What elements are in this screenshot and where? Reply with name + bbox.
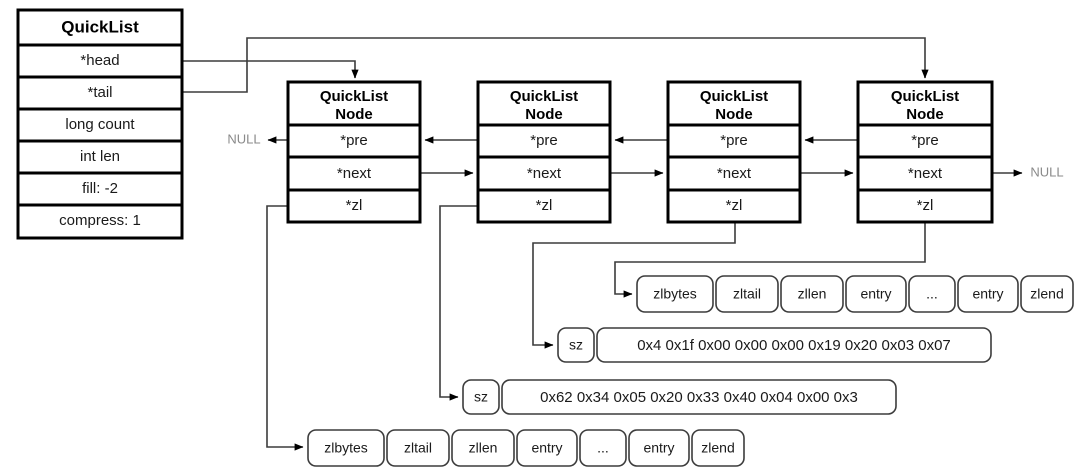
ziplist-bottom-cell-zltail[interactable]: zltail: [404, 440, 432, 456]
node-1-title-line1: QuickList: [320, 88, 388, 105]
ziplist-bottom-cell-entry-1[interactable]: entry: [531, 440, 562, 456]
connector-tail-to-node4: [182, 37, 929, 93]
node-2-field-zl[interactable]: *zl: [536, 197, 553, 214]
node-3-title-line1: QuickList: [700, 88, 768, 105]
quicklist-field-count: long count: [65, 116, 135, 133]
ziplist-bottom[interactable]: zlbytes zltail zllen entry ... entry zle…: [307, 429, 745, 467]
quicklist-field-fill: fill: -2: [82, 180, 118, 197]
quicklist-node-2[interactable]: QuickList Node *pre *next *zl: [476, 80, 612, 224]
ziplist-top-cell-zlend[interactable]: zlend: [1030, 286, 1063, 302]
ziplist-top-cell-zlbytes[interactable]: zlbytes: [653, 286, 697, 302]
sz-row-lower-bytes[interactable]: 0x62 0x34 0x05 0x20 0x33 0x40 0x04 0x00 …: [540, 389, 858, 406]
ziplist-bottom-cell-zllen[interactable]: zllen: [469, 440, 498, 456]
null-label-left: NULL: [227, 131, 260, 146]
sz-row-lower[interactable]: sz 0x62 0x34 0x05 0x20 0x33 0x40 0x04 0x…: [462, 379, 897, 415]
node-1-field-next[interactable]: *next: [337, 165, 372, 182]
connector-node3-zl-to-sz-upper: [532, 222, 736, 349]
quicklist-field-compress: compress: 1: [59, 212, 141, 229]
ziplist-bottom-cell-zlend[interactable]: zlend: [701, 440, 734, 456]
ziplist-top-cell-zllen[interactable]: zllen: [798, 286, 827, 302]
quicklist-field-head[interactable]: *head: [80, 52, 119, 69]
node-3-field-next[interactable]: *next: [717, 165, 752, 182]
connector-node1-zl-to-ziplist-bottom: [266, 205, 304, 451]
connector-layer: [182, 37, 1023, 451]
quicklist-node-4[interactable]: QuickList Node *pre *next *zl: [856, 80, 994, 224]
ziplist-top[interactable]: zlbytes zltail zllen entry ... entry zle…: [636, 275, 1074, 313]
ziplist-bottom-cell-zlbytes[interactable]: zlbytes: [324, 440, 368, 456]
node-1-field-pre[interactable]: *pre: [340, 132, 368, 149]
ziplist-bottom-cell-ellipsis: ...: [597, 440, 609, 456]
sz-row-upper-bytes[interactable]: 0x4 0x1f 0x00 0x00 0x00 0x19 0x20 0x03 0…: [637, 337, 951, 354]
sz-row-lower-label: sz: [474, 389, 488, 405]
null-label-right: NULL: [1030, 164, 1063, 179]
node-4-title-line1: QuickList: [891, 88, 959, 105]
ziplist-top-cell-ellipsis: ...: [926, 286, 938, 302]
connector-node4-zl-to-ziplist-top: [614, 222, 926, 298]
node-1-field-zl[interactable]: *zl: [346, 197, 363, 214]
node-4-field-zl[interactable]: *zl: [917, 197, 934, 214]
ziplist-top-cell-entry-2[interactable]: entry: [972, 286, 1003, 302]
node-2-field-pre[interactable]: *pre: [530, 132, 558, 149]
quicklist-field-len: int len: [80, 148, 120, 165]
ziplist-bottom-cell-entry-2[interactable]: entry: [643, 440, 674, 456]
node-4-field-pre[interactable]: *pre: [911, 132, 939, 149]
quicklist-node-3[interactable]: QuickList Node *pre *next *zl: [666, 80, 802, 224]
node-2-title-line1: QuickList: [510, 88, 578, 105]
quicklist-header: QuickList: [61, 17, 139, 36]
quicklist-struct[interactable]: QuickList *head *tail long count int len…: [16, 8, 184, 240]
node-4-field-next[interactable]: *next: [908, 165, 943, 182]
node-3-field-pre[interactable]: *pre: [720, 132, 748, 149]
quicklist-node-1[interactable]: QuickList Node *pre *next *zl: [286, 80, 422, 224]
node-2-title-line2: Node: [525, 106, 563, 123]
node-2-field-next[interactable]: *next: [527, 165, 562, 182]
connector-node2-zl-to-sz-lower: [439, 205, 478, 401]
node-3-field-zl[interactable]: *zl: [726, 197, 743, 214]
sz-row-upper-label: sz: [569, 337, 583, 353]
connector-head-to-node1: [182, 60, 359, 79]
ziplist-top-cell-entry-1[interactable]: entry: [860, 286, 891, 302]
ziplist-top-cell-zltail[interactable]: zltail: [733, 286, 761, 302]
node-1-title-line2: Node: [335, 106, 373, 123]
node-4-title-line2: Node: [906, 106, 944, 123]
sz-row-upper[interactable]: sz 0x4 0x1f 0x00 0x00 0x00 0x19 0x20 0x0…: [557, 327, 992, 363]
quicklist-field-tail[interactable]: *tail: [87, 84, 112, 101]
node-3-title-line2: Node: [715, 106, 753, 123]
